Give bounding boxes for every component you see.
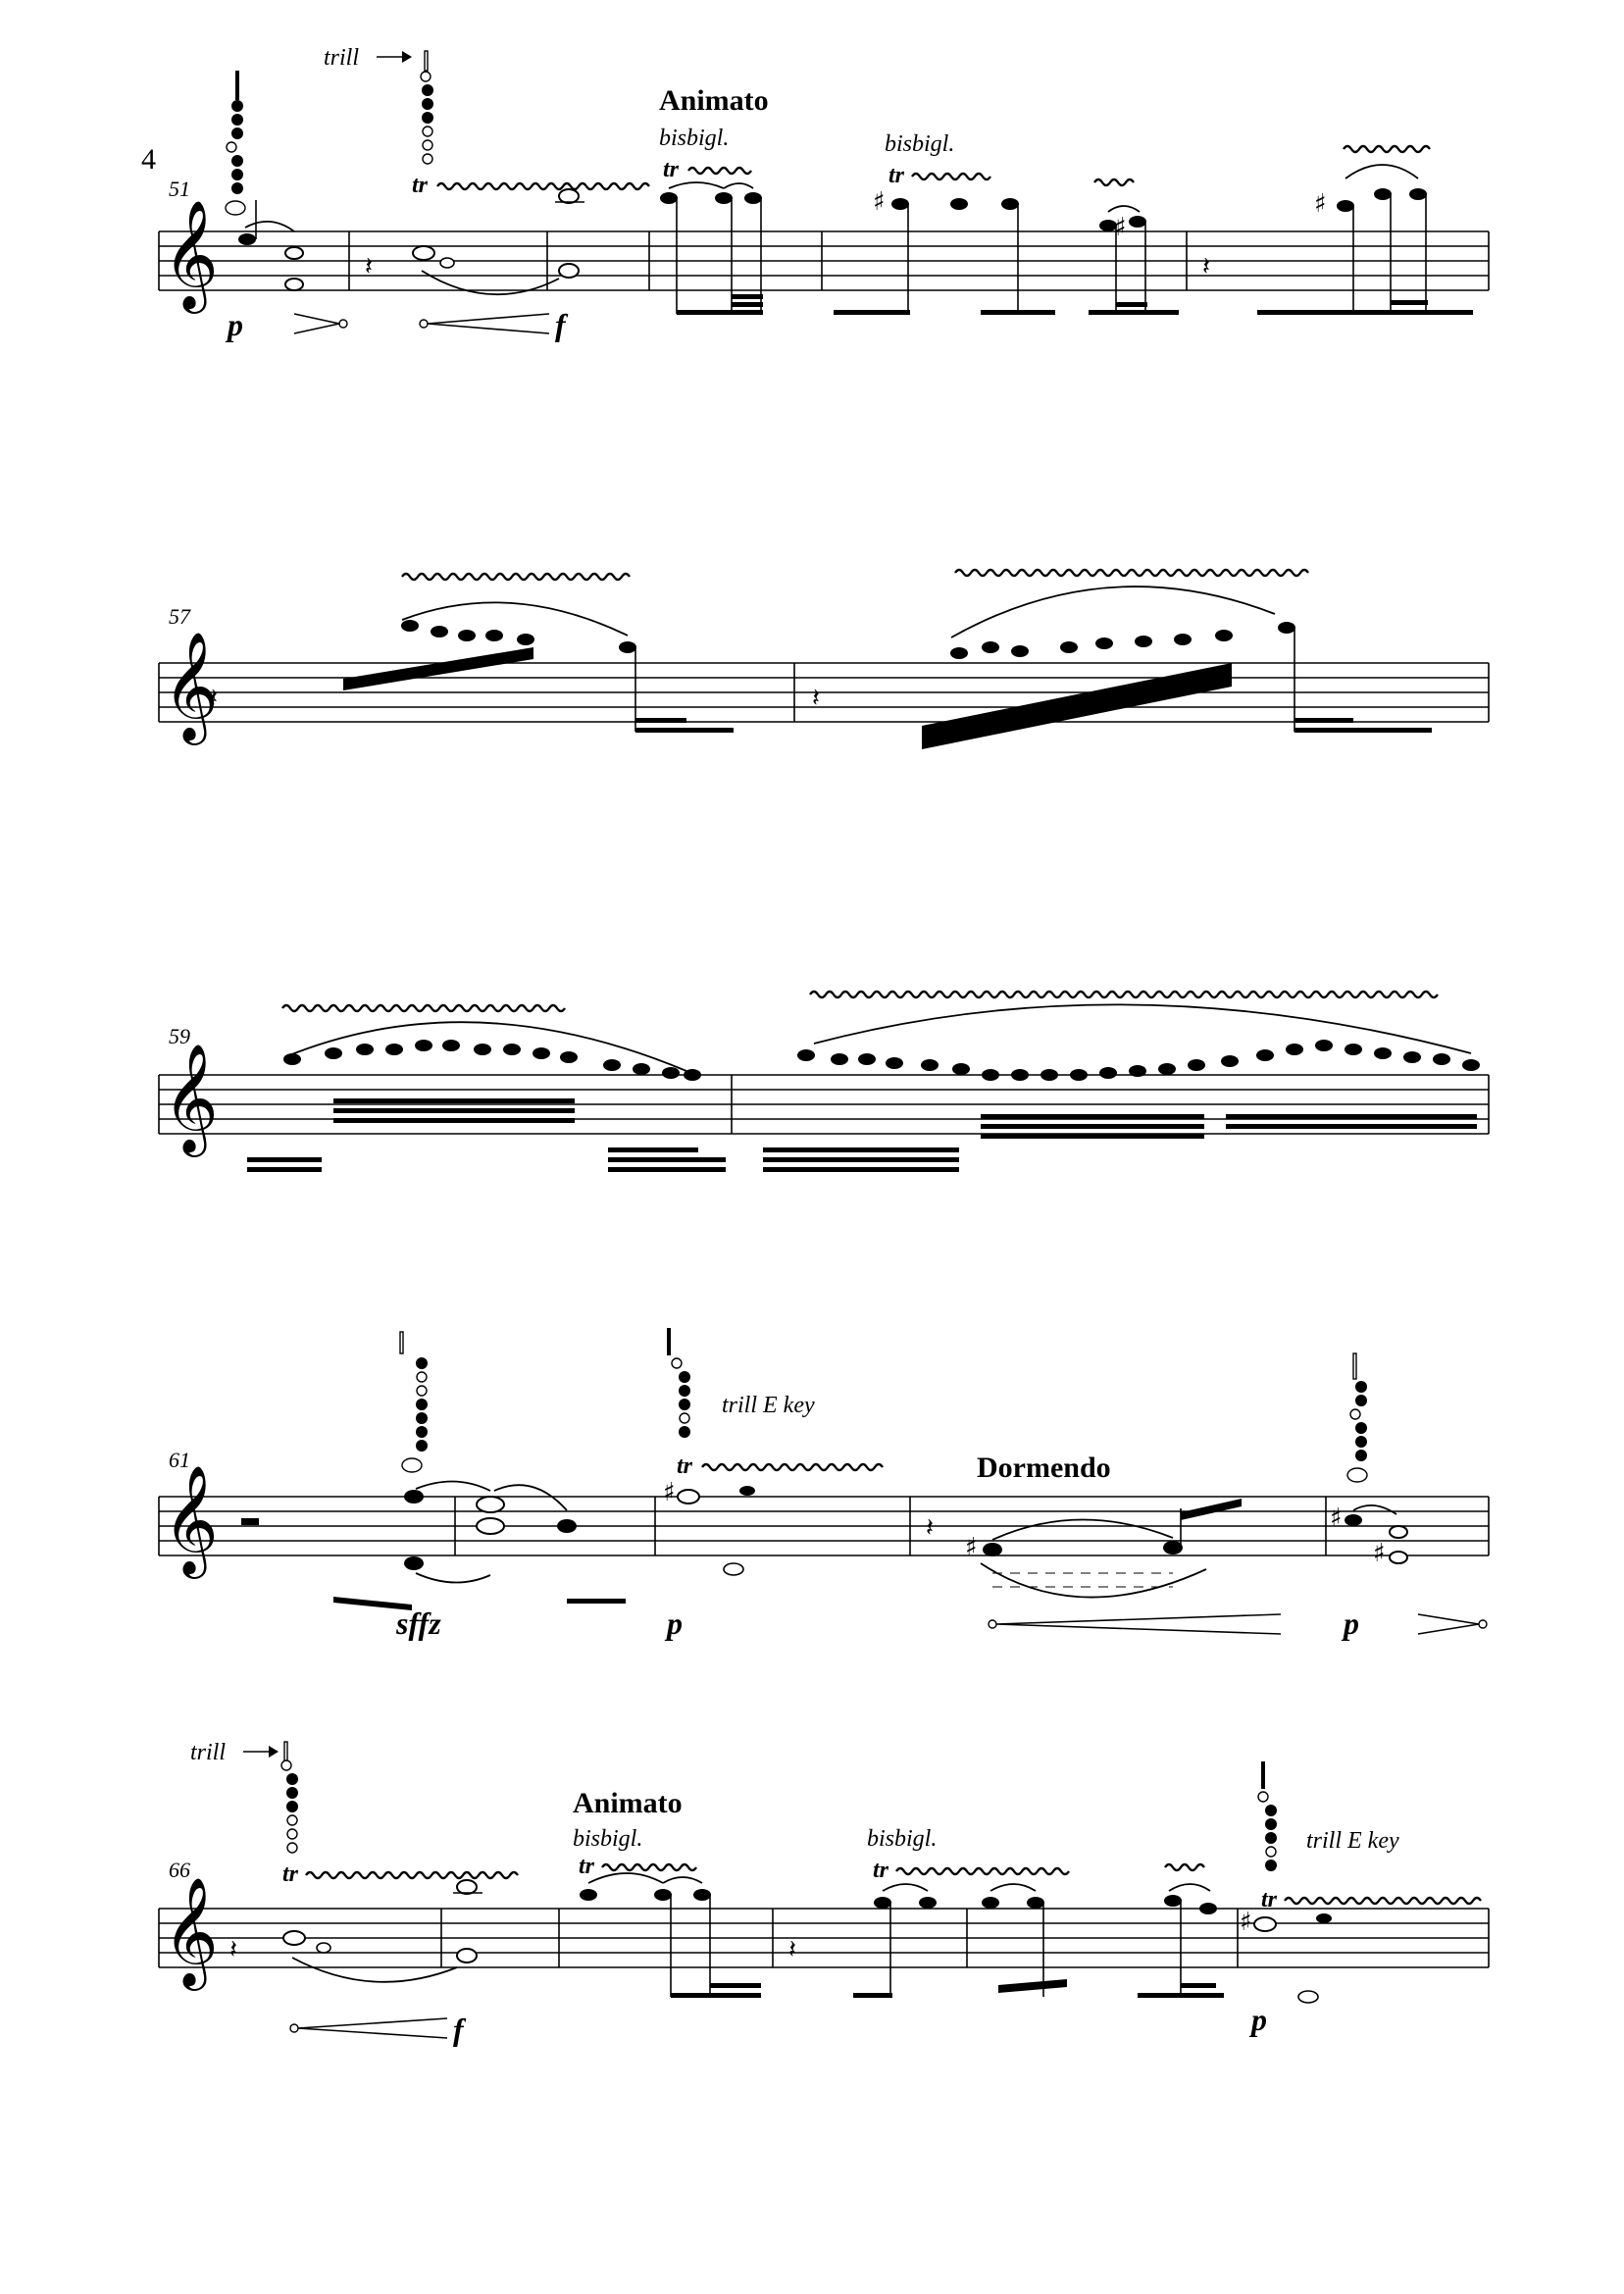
measure-number: 61 <box>169 1448 190 1472</box>
staff-2 <box>158 662 1490 723</box>
quarter-rest: 𝄽 <box>229 1935 237 1964</box>
sharp-accidental: ♯ <box>965 1533 978 1562</box>
fingering-diagram-icon <box>399 1331 428 1473</box>
sharp-accidental: ♯ <box>1330 1504 1343 1533</box>
trill-mark: tr <box>873 1858 889 1883</box>
note-run <box>797 1040 1480 1081</box>
trill-mark: tr <box>663 157 680 182</box>
tempo-marking: Animato <box>573 1787 683 1819</box>
tempo-marking: Animato <box>659 84 769 117</box>
fingering-diagram-icon <box>420 50 433 165</box>
trill-mark: tr <box>579 1854 595 1879</box>
treble-clef-icon: 𝄞 <box>163 1464 219 1579</box>
sharp-accidental: ♯ <box>1373 1539 1386 1568</box>
trill-arrow-icon <box>377 51 412 63</box>
trill-label: trill <box>324 45 359 71</box>
dynamic-mark: p <box>225 307 243 342</box>
technique-label: bisbigl. <box>885 131 954 157</box>
dynamic-mark: f <box>453 2012 467 2047</box>
trill-key-label: trill E key <box>722 1393 815 1418</box>
fingering-diagram-icon <box>1257 1761 1277 1871</box>
note-run <box>283 1040 701 1081</box>
measure-number: 59 <box>169 1024 190 1048</box>
sharp-accidental: ♯ <box>1114 213 1127 242</box>
treble-clef-icon: 𝄞 <box>163 631 219 745</box>
trill-label: trill <box>190 1740 226 1765</box>
measure-number: 66 <box>169 1858 190 1882</box>
measure-number: 51 <box>169 177 190 201</box>
page-number: 4 <box>141 143 156 176</box>
treble-clef-icon: 𝄞 <box>163 1876 219 1991</box>
treble-clef-icon: 𝄞 <box>163 199 219 314</box>
quarter-rest: 𝄽 <box>812 684 820 713</box>
trill-key-label: trill E key <box>1306 1828 1399 1854</box>
system-2: 𝄞 57 𝄽 𝄽 <box>158 568 1490 749</box>
trill-arrow-icon <box>243 1746 279 1758</box>
sharp-accidental: ♯ <box>873 187 886 217</box>
system-4: 𝄞 61 sffz <box>158 1328 1490 1641</box>
technique-label: bisbigl. <box>573 1826 642 1852</box>
dynamic-mark: sffz <box>395 1606 441 1641</box>
trill-mark: tr <box>412 173 429 198</box>
quarter-rest: 𝄽 <box>210 684 218 713</box>
dynamic-mark: f <box>555 307 569 342</box>
quarter-rest: 𝄽 <box>788 1935 796 1964</box>
dynamic-mark: p <box>1341 1606 1359 1641</box>
trill-mark: tr <box>888 163 905 188</box>
staff-5 <box>158 1908 1490 1968</box>
staff-1 <box>158 230 1490 291</box>
trill-mark: tr <box>1261 1887 1278 1912</box>
sharp-accidental: ♯ <box>1240 1908 1252 1937</box>
staff-4 <box>158 1496 1490 1556</box>
system-3: 𝄞 59 <box>158 990 1490 1172</box>
dynamic-mark: p <box>1248 2002 1267 2037</box>
technique-label: bisbigl. <box>867 1826 937 1852</box>
harmonic-run <box>992 1572 1173 1588</box>
fingering-diagram-icon <box>667 1328 690 1438</box>
technique-label: bisbigl. <box>659 126 729 151</box>
treble-clef-icon: 𝄞 <box>163 1043 219 1157</box>
half-rest <box>241 1518 259 1525</box>
trill-mark: tr <box>282 1861 299 1887</box>
quarter-rest: 𝄽 <box>365 252 373 281</box>
fingering-diagram-icon <box>280 1741 298 1854</box>
trill-mark: tr <box>677 1453 693 1479</box>
tempo-marking: Dormendo <box>977 1452 1111 1484</box>
quarter-rest: 𝄽 <box>1202 252 1210 281</box>
sharp-accidental: ♯ <box>663 1478 676 1507</box>
fingering-diagram-icon <box>225 71 246 216</box>
sharp-accidental: ♯ <box>1314 189 1327 219</box>
system-1: 𝄞 51 trill <box>158 45 1490 342</box>
measure-number: 57 <box>169 604 191 629</box>
fingering-diagram-icon <box>1346 1352 1368 1483</box>
quarter-rest: 𝄽 <box>926 1513 934 1543</box>
system-5: 𝄞 66 trill tr 𝄽 f Animato bisbig <box>158 1740 1490 2047</box>
dynamic-mark: p <box>664 1606 683 1641</box>
